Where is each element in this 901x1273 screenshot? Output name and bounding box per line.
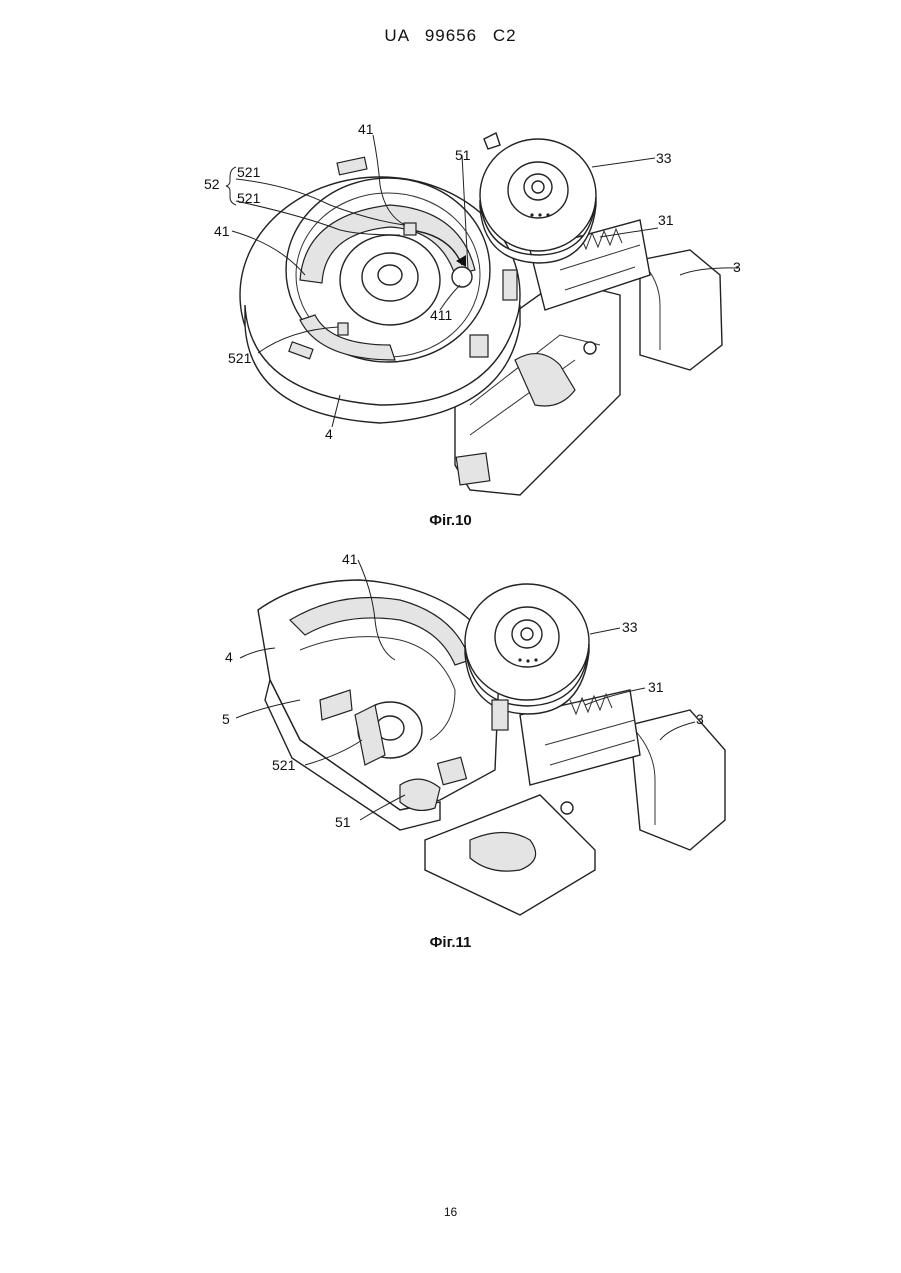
label-41-left: 41: [214, 224, 230, 238]
label-33: 33: [656, 151, 672, 165]
label-41: 41: [342, 552, 358, 566]
label-52: 52: [204, 177, 220, 191]
label-521-b: 521: [237, 191, 260, 205]
page-number: 16: [0, 1205, 901, 1219]
label-3: 3: [733, 260, 741, 274]
label-521-c: 521: [228, 351, 251, 365]
label-31: 31: [648, 680, 664, 694]
label-521-a: 521: [237, 165, 260, 179]
label-4: 4: [225, 650, 233, 664]
label-521: 521: [272, 758, 295, 772]
figure-11-drawing: [0, 540, 901, 960]
label-41-top: 41: [358, 122, 374, 136]
label-51: 51: [455, 148, 471, 162]
label-33: 33: [622, 620, 638, 634]
label-3: 3: [696, 712, 704, 726]
figure-11: 41 33 4 31 3 5 521 51: [0, 540, 901, 960]
label-5: 5: [222, 712, 230, 726]
document-header: UA 99656 C2: [0, 26, 901, 46]
label-4: 4: [325, 427, 333, 441]
figure-10-caption: Фіг.10: [0, 512, 901, 529]
figure-10: 41 51 33 52 521 521 41 31 3 411 521 4: [0, 105, 901, 535]
figure-11-caption: Фіг.11: [0, 934, 901, 951]
label-411: 411: [430, 308, 452, 322]
label-31: 31: [658, 213, 674, 227]
label-51: 51: [335, 815, 351, 829]
